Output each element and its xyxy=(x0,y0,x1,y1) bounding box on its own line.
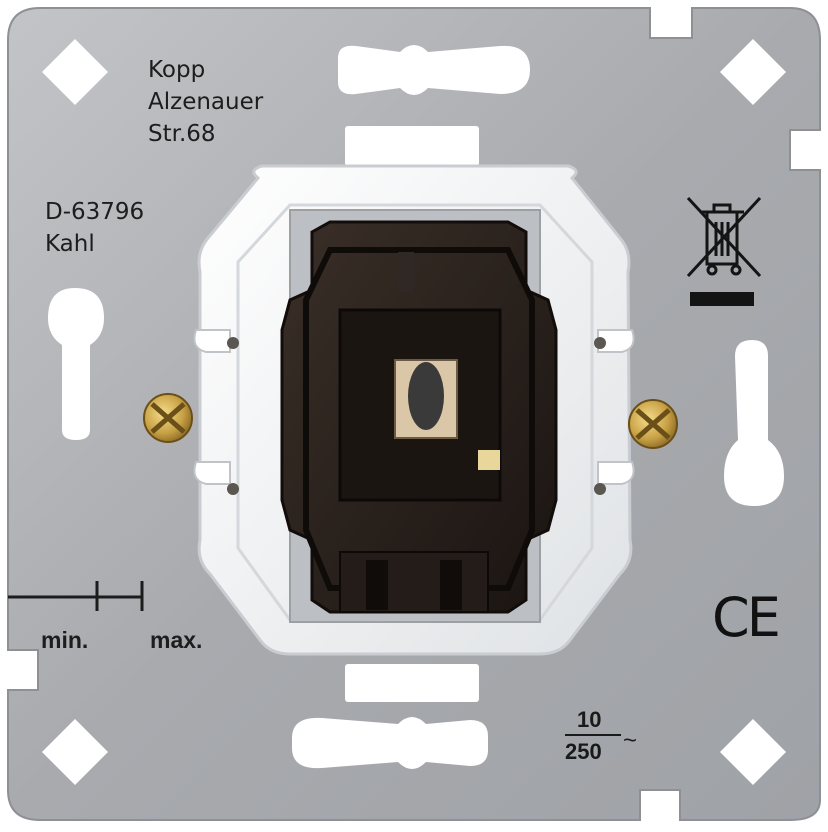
mounting-slot xyxy=(338,45,530,95)
corner-hole xyxy=(720,39,786,105)
strip-gauge-min-label: min. xyxy=(41,627,89,653)
mounting-slot xyxy=(292,717,488,769)
weee-bar xyxy=(690,292,754,306)
ce-mark: CE xyxy=(712,586,781,649)
fraction-bar xyxy=(565,734,621,736)
ac-symbol: ~ xyxy=(623,727,638,754)
keyhole-slot xyxy=(48,288,104,440)
manufacturer-street: Alzenauer xyxy=(148,89,264,115)
crossed-out-wheelie-bin-icon xyxy=(686,196,762,278)
strip-gauge-max-label: max. xyxy=(150,627,203,653)
switch-mechanism xyxy=(280,220,558,614)
manufacturer-name: Kopp xyxy=(148,57,206,83)
manufacturer-street-number: Str.68 xyxy=(148,121,216,147)
rated-voltage: 250 xyxy=(565,739,602,764)
city: Kahl xyxy=(45,231,95,257)
manufacturer-location: D-63796 Kahl xyxy=(45,196,144,260)
manufacturer-address: Kopp Alzenauer Str.68 xyxy=(148,54,263,150)
corner-hole xyxy=(42,719,108,785)
corner-hole xyxy=(42,39,108,105)
postal-code: D-63796 xyxy=(45,199,145,225)
terminal-screw xyxy=(628,399,678,449)
keyhole-slot xyxy=(724,340,784,506)
strip-gauge xyxy=(8,581,144,611)
corner-hole xyxy=(720,719,786,785)
rated-current: 10 xyxy=(577,707,602,732)
terminal-screw xyxy=(143,393,193,443)
